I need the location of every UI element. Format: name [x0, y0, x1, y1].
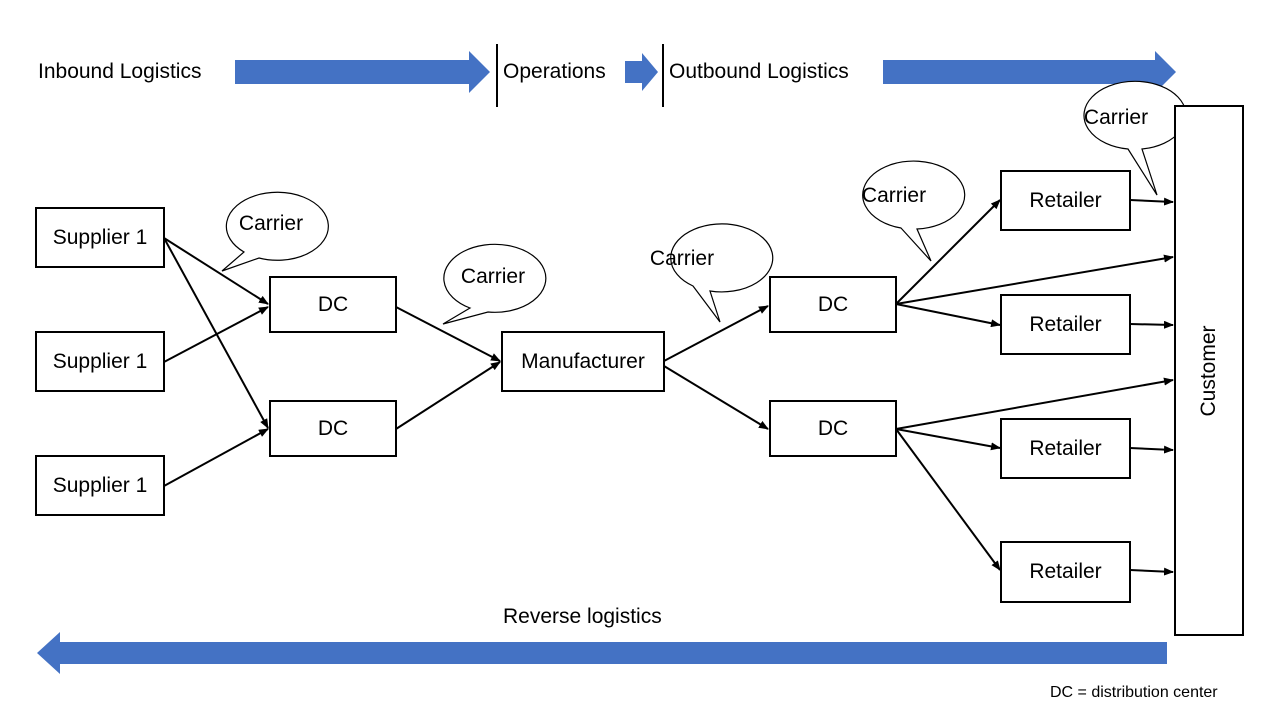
customer-label: Customer — [1197, 324, 1220, 417]
carrier-label: Carrier — [649, 247, 715, 270]
flow-connector — [163, 428, 269, 487]
dc-box: DC — [269, 276, 397, 333]
carrier-bubble — [442, 243, 547, 325]
retailer-box: Retailer — [1000, 418, 1131, 479]
flow-connector — [395, 361, 501, 430]
customer-box: Customer — [1174, 105, 1244, 636]
carrier-label: Carrier — [238, 212, 304, 235]
flow-connector — [895, 254, 1174, 305]
outbound-logistics-label: Outbound Logistics — [669, 60, 849, 83]
dc-box: DC — [769, 276, 897, 333]
retailer-box: Retailer — [1000, 294, 1131, 355]
flow-connector — [895, 428, 1001, 451]
flow-connector — [163, 237, 269, 429]
carrier-label: Carrier — [861, 184, 927, 207]
reverse-arrow — [37, 632, 1167, 674]
carrier-bubble — [862, 160, 966, 262]
retailer-label: Retailer — [1029, 560, 1102, 583]
flow-connector — [895, 428, 1001, 571]
flow-connector — [895, 199, 1001, 305]
flow-connector — [1129, 197, 1174, 206]
reverse-logistics-label: Reverse logistics — [503, 605, 662, 628]
carrier-label: Carrier — [1083, 106, 1149, 129]
carrier-bubble — [221, 191, 329, 272]
operations-arrow — [625, 53, 658, 91]
retailer-label: Retailer — [1029, 312, 1102, 336]
supplier-label: Supplier 1 — [52, 473, 148, 497]
carrier-bubble — [670, 223, 774, 323]
supplier-label: Supplier 1 — [52, 225, 148, 249]
supplier-box: Supplier 1 — [35, 455, 165, 516]
footnote: DC = distribution center — [1050, 684, 1218, 701]
supplier-label: Supplier 1 — [52, 349, 148, 373]
flow-connector — [895, 303, 1001, 328]
carrier-bubble — [1083, 80, 1187, 196]
carrier-label: Carrier — [460, 265, 526, 288]
flow-connector — [163, 237, 269, 305]
flow-connector — [1129, 320, 1174, 329]
dc-label: DC — [817, 416, 849, 440]
supplier-box: Supplier 1 — [35, 331, 165, 392]
flow-connector — [163, 306, 269, 363]
retailer-box: Retailer — [1000, 170, 1131, 231]
manufacturer-label: Manufacturer — [521, 349, 645, 373]
manufacturer-box: Manufacturer — [501, 331, 665, 392]
flow-connector — [395, 306, 501, 362]
dc-label: DC — [317, 292, 349, 316]
retailer-label: Retailer — [1029, 436, 1102, 460]
inbound-arrow — [235, 51, 490, 93]
flow-connector — [663, 365, 769, 430]
flow-connector — [663, 305, 769, 362]
operations-label: Operations — [503, 60, 606, 83]
dc-box: DC — [769, 400, 897, 457]
inbound-logistics-label: Inbound Logistics — [38, 60, 202, 83]
dc-label: DC — [317, 416, 349, 440]
flow-connector — [1129, 445, 1174, 454]
outbound-arrow — [883, 51, 1176, 93]
retailer-box: Retailer — [1000, 541, 1131, 603]
flow-connector — [895, 377, 1174, 430]
dc-box: DC — [269, 400, 397, 457]
dc-label: DC — [817, 292, 849, 316]
flow-connector — [1129, 567, 1174, 576]
supplier-box: Supplier 1 — [35, 207, 165, 268]
retailer-label: Retailer — [1029, 188, 1102, 212]
